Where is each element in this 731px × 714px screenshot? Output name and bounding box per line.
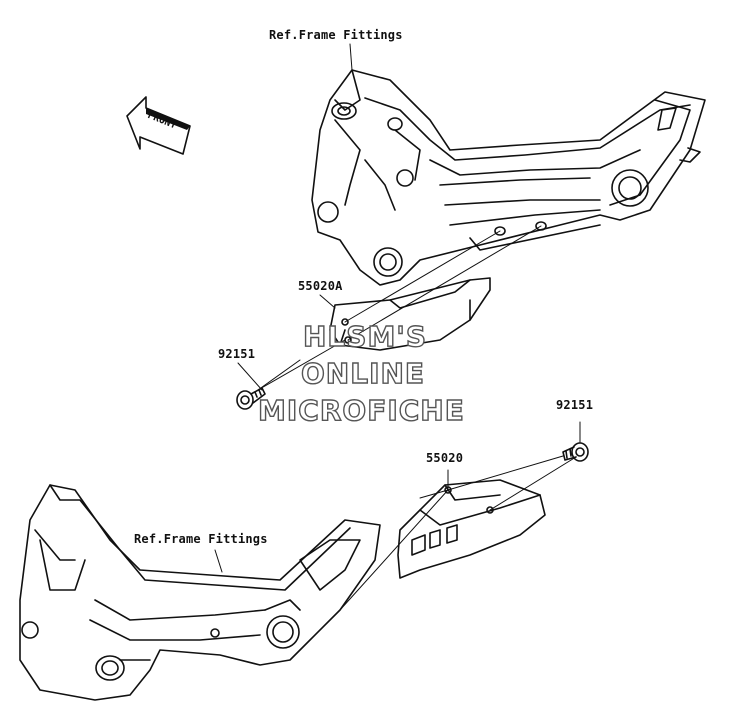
part-55020a-label: 55020A (298, 279, 343, 293)
watermark-line-3: MICROFICHE (257, 393, 465, 427)
front-arrow-icon: FRONT (126, 96, 191, 155)
part-92151-left-label: 92151 (218, 347, 256, 361)
top-frame-fitting (311, 69, 706, 286)
ref-frame-fittings-label-bottom: Ref.Frame Fittings (134, 532, 268, 546)
bolt-left (236, 387, 266, 410)
ref-frame-fittings-label-top: Ref.Frame Fittings (269, 28, 403, 42)
part-92151-right-label: 92151 (556, 398, 594, 412)
part-55020-label: 55020 (426, 451, 464, 465)
bottom-frame-fitting (19, 484, 381, 701)
leader-lines-bottom (214, 421, 581, 611)
watermark-line-1: HLSM'S (302, 319, 428, 353)
heel-guard-55020 (397, 479, 546, 579)
leader-lines-top (237, 43, 542, 391)
watermark-line-2: ONLINE (300, 356, 426, 390)
bolt-right (562, 442, 589, 462)
